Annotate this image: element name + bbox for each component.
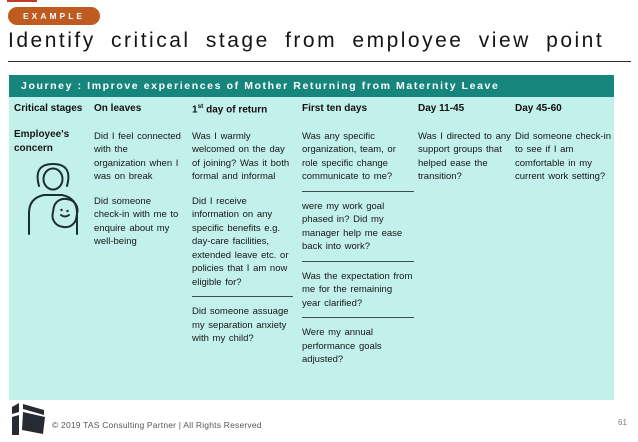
concern-item: were my work goal phased in? Did my mana… bbox=[302, 200, 414, 262]
mother-with-baby-icon bbox=[25, 161, 81, 240]
first-day-ordinal: st bbox=[197, 103, 204, 110]
column-first-day-of-return: Was I warmly welcomed on the day of join… bbox=[192, 130, 293, 357]
example-badge-label: EXAMPLE bbox=[23, 11, 86, 21]
column-header-day-45-60: Day 45-60 bbox=[515, 103, 562, 114]
column-header-on-leaves: On leaves bbox=[94, 103, 142, 114]
row-label-employees-concern: Employee's concern bbox=[14, 129, 70, 154]
concern-item: Did someone assuage my separation anxiet… bbox=[192, 306, 289, 345]
column-on-leaves: Did I feel connected with the organizati… bbox=[94, 130, 182, 260]
concern-item: Was I warmly welcomed on the day of join… bbox=[192, 131, 290, 183]
title-underline bbox=[8, 61, 631, 62]
column-day-45-60: Did someone check-in to see if I am comf… bbox=[515, 130, 612, 195]
concern-item: Did someone check-in with me to enquire … bbox=[94, 195, 179, 248]
concern-item: Did someone check-in to see if I am comf… bbox=[515, 131, 611, 183]
journey-table: Journey : Improve experiences of Mother … bbox=[9, 75, 614, 400]
first-day-number: 1 bbox=[192, 104, 198, 116]
example-badge: EXAMPLE bbox=[8, 7, 101, 25]
concern-item: Were my annual performance goals adjuste… bbox=[302, 327, 382, 366]
concern-item: Did I receive information on any specifi… bbox=[192, 195, 293, 298]
concern-item: Was I directed to any support groups tha… bbox=[418, 131, 511, 183]
slide-title: Identify critical stage from employee vi… bbox=[8, 29, 605, 52]
company-logo bbox=[10, 401, 46, 441]
column-day-11-45: Was I directed to any support groups tha… bbox=[418, 130, 512, 195]
column-header-day-11-45: Day 11-45 bbox=[418, 103, 465, 114]
journey-table-title: Journey : Improve experiences of Mother … bbox=[9, 75, 614, 97]
first-day-rest: day of return bbox=[203, 104, 268, 116]
concern-item: Did I feel connected with the organizati… bbox=[94, 131, 181, 183]
column-header-critical-stages: Critical stages bbox=[14, 103, 83, 114]
journey-table-body: Critical stages On leaves 1st day of ret… bbox=[9, 97, 614, 400]
page-number: 61 bbox=[618, 418, 627, 427]
slide-top-red-mark bbox=[7, 0, 37, 2]
column-header-first-ten-days: First ten days bbox=[302, 103, 368, 114]
concern-item: Was the expectation from me for the rema… bbox=[302, 270, 414, 319]
copyright-text: © 2019 TAS Consulting Partner | All Righ… bbox=[52, 420, 262, 430]
column-first-ten-days: Was any specific organization, team, or … bbox=[302, 130, 414, 378]
column-header-first-day-of-return: 1st day of return bbox=[192, 103, 267, 115]
concern-item: Was any specific organization, team, or … bbox=[302, 130, 414, 192]
